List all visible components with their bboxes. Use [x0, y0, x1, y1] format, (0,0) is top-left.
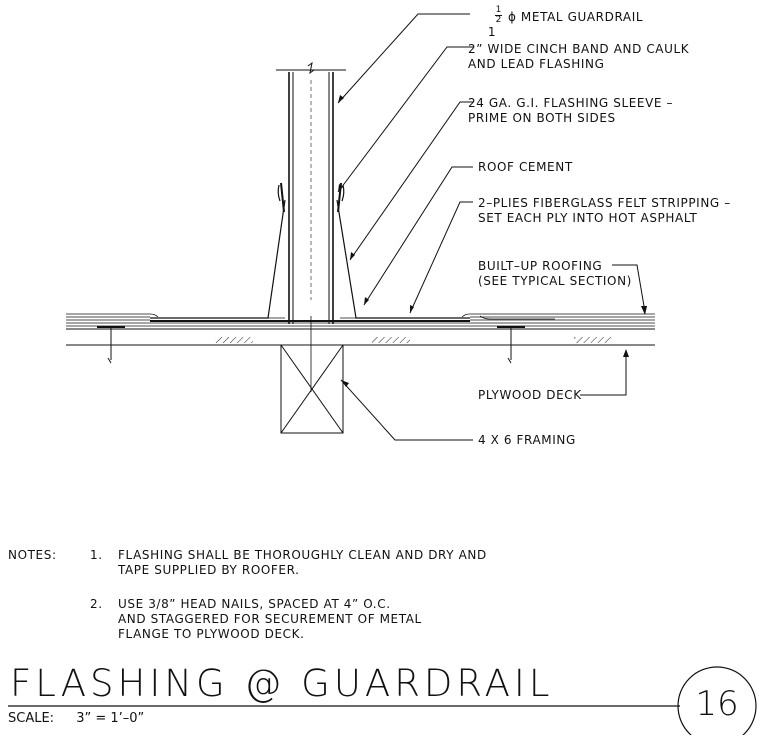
- note-2-text: USE 3/8” HEAD NAILS, SPACED AT 4” O.C. A…: [118, 597, 422, 641]
- leader-arrows: [338, 95, 647, 387]
- note-2-number: 2.: [90, 597, 103, 611]
- flashing-sleeve: [150, 182, 470, 319]
- fraction-numerator: 1: [495, 5, 502, 15]
- detail-title: FLASHING @ GUARDRAIL: [10, 662, 554, 705]
- label-flashing-sleeve: 24 GA. G.I. FLASHING SLEEVE – PRIME ON B…: [468, 96, 674, 125]
- label-guardrail: 1: [479, 10, 496, 40]
- fraction-bar: [495, 15, 502, 16]
- leaders: [337, 13, 646, 441]
- plywood-deck: [66, 328, 655, 346]
- label-guardrail-text: ϕ METAL GUARDRAIL: [508, 10, 644, 24]
- notes-heading: NOTES:: [8, 548, 57, 562]
- metal-guardrail: [276, 61, 346, 392]
- scale-line: SCALE: 3” = 1’–0”: [8, 711, 162, 726]
- label-roof-cement: ROOF CEMENT: [478, 160, 573, 174]
- detail-number: 16: [695, 684, 739, 724]
- label-framing: 4 X 6 FRAMING: [478, 433, 576, 447]
- label-plywood-deck: PLYWOOD DECK: [478, 388, 582, 402]
- label-cinch-band: 2” WIDE CINCH BAND AND CAULK AND LEAD FL…: [468, 42, 690, 71]
- label-built-up-roofing: BUILT–UP ROOFING (SEE TYPICAL SECTION): [478, 259, 632, 288]
- label-guardrail-lead: 1: [487, 25, 497, 39]
- note-1-text: FLASHING SHALL BE THOROUGHLY CLEAN AND D…: [118, 548, 487, 577]
- fraction-denominator: 2: [495, 15, 502, 25]
- scale-label: SCALE:: [8, 711, 55, 726]
- title-block: [8, 666, 757, 735]
- nails: [97, 326, 525, 364]
- framing-member: [280, 344, 344, 434]
- built-up-roofing: [66, 313, 655, 327]
- scale-value: 3” = 1’–0”: [76, 711, 145, 726]
- note-1-number: 1.: [90, 548, 103, 562]
- label-guardrail-fraction: 1 2: [495, 5, 502, 25]
- label-felt-stripping: 2–PLIES FIBERGLASS FELT STRIPPING – SET …: [478, 196, 731, 225]
